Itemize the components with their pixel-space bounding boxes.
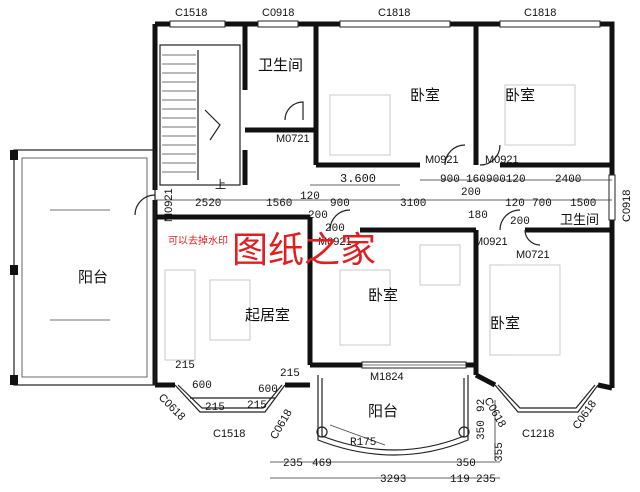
door-code-m0921-b: M0921 <box>485 154 519 166</box>
dim-600-a: 600 <box>192 380 212 392</box>
window-code-c1218-bottom: C1218 <box>522 428 554 440</box>
door-code-m1824: M1824 <box>370 371 404 383</box>
room-label-living-room: 起居室 <box>245 306 290 324</box>
dim-235-a: 235 <box>283 458 303 470</box>
dimension-lines <box>155 179 612 479</box>
window-code-c1518-bottom: C1518 <box>213 428 245 440</box>
dim-235-b: 235 <box>476 474 496 486</box>
door-code-m0921-a: M0921 <box>425 154 459 166</box>
dim-350-a: 350 <box>476 420 488 440</box>
furniture-sketch <box>164 84 576 361</box>
dim-215-d: 215 <box>280 368 300 380</box>
door-code-m0921-d: M0921 <box>474 236 508 248</box>
window-code-c1818-middle: C1818 <box>378 7 410 19</box>
room-label-balcony-bottom: 阳台 <box>368 402 398 420</box>
room-label-bedroom-top-middle: 卧室 <box>410 86 440 104</box>
bay-window-left <box>174 384 286 413</box>
window-code-c0918-right: C0918 <box>621 190 633 222</box>
dim-215-a: 215 <box>175 360 195 372</box>
dim-469: 469 <box>312 458 332 470</box>
dim-160: 160 <box>466 174 486 186</box>
window-code-c0618-left-a: C0618 <box>156 392 187 423</box>
window-code-c0618-right-b: C0618 <box>571 398 599 431</box>
window-code-c0618-left-b: C0618 <box>268 407 295 441</box>
dim-200-a: 200 <box>308 210 328 222</box>
door-code-m0921-left: M0921 <box>163 188 175 222</box>
window-code-c1518-top: C1518 <box>175 7 207 19</box>
dim-900-a: 900 <box>330 198 350 210</box>
room-label-balcony-left: 阳台 <box>78 268 108 286</box>
dim-900120: 900120 <box>486 174 526 186</box>
dim-2520: 2520 <box>195 198 221 210</box>
dim-200-b: 200 <box>325 223 345 235</box>
dim-119: 119 <box>450 474 470 486</box>
stair-up-label: 上 <box>215 178 226 191</box>
dim-2400: 2400 <box>555 174 581 186</box>
dim-92: 92 <box>476 399 488 412</box>
door-code-m0721-right: M0721 <box>516 249 550 261</box>
dim-600-b: 600 <box>258 384 278 396</box>
dim-3600: 3.600 <box>340 172 376 186</box>
doors <box>134 101 541 369</box>
dim-120-b: 120 <box>505 198 525 210</box>
dim-180: 180 <box>468 210 488 222</box>
bottom-balcony <box>316 375 470 456</box>
dim-200-c: 200 <box>510 216 530 228</box>
dim-200-top: 200 <box>461 187 481 199</box>
dim-355: 355 <box>494 442 506 462</box>
dim-r175: R175 <box>350 437 376 449</box>
dim-3100: 3100 <box>400 198 426 210</box>
room-label-bedroom-bottom-right: 卧室 <box>490 314 520 332</box>
dim-1560: 1560 <box>266 198 292 210</box>
stair <box>159 44 241 186</box>
top-windows <box>169 20 616 221</box>
door-code-m0721-top: M0721 <box>276 133 310 145</box>
dim-350-b: 350 <box>456 458 476 470</box>
dim-120-a: 120 <box>300 191 320 203</box>
room-label-bedroom-top-right: 卧室 <box>505 86 535 104</box>
watermark-note: 可以去掉水印 <box>168 234 228 247</box>
dim-900-top-a: 900 <box>440 174 460 186</box>
bay-window-right <box>494 384 599 413</box>
dim-215-b: 215 <box>205 402 225 414</box>
dim-215-c: 215 <box>247 400 267 412</box>
dim-700: 700 <box>532 198 552 210</box>
dim-3293: 3293 <box>380 474 406 486</box>
room-label-bedroom-bottom-middle: 卧室 <box>368 286 398 304</box>
window-code-c1818-right: C1818 <box>524 7 556 19</box>
room-label-bathroom-right: 卫生间 <box>560 213 599 228</box>
room-label-bathroom-top: 卫生间 <box>258 56 303 74</box>
left-balcony <box>10 149 156 386</box>
dim-1500: 1500 <box>570 198 596 210</box>
door-code-m0921-c: M0921 <box>318 236 352 248</box>
window-code-c0918-top: C0918 <box>262 7 294 19</box>
watermark: 图纸之家 <box>232 230 376 271</box>
